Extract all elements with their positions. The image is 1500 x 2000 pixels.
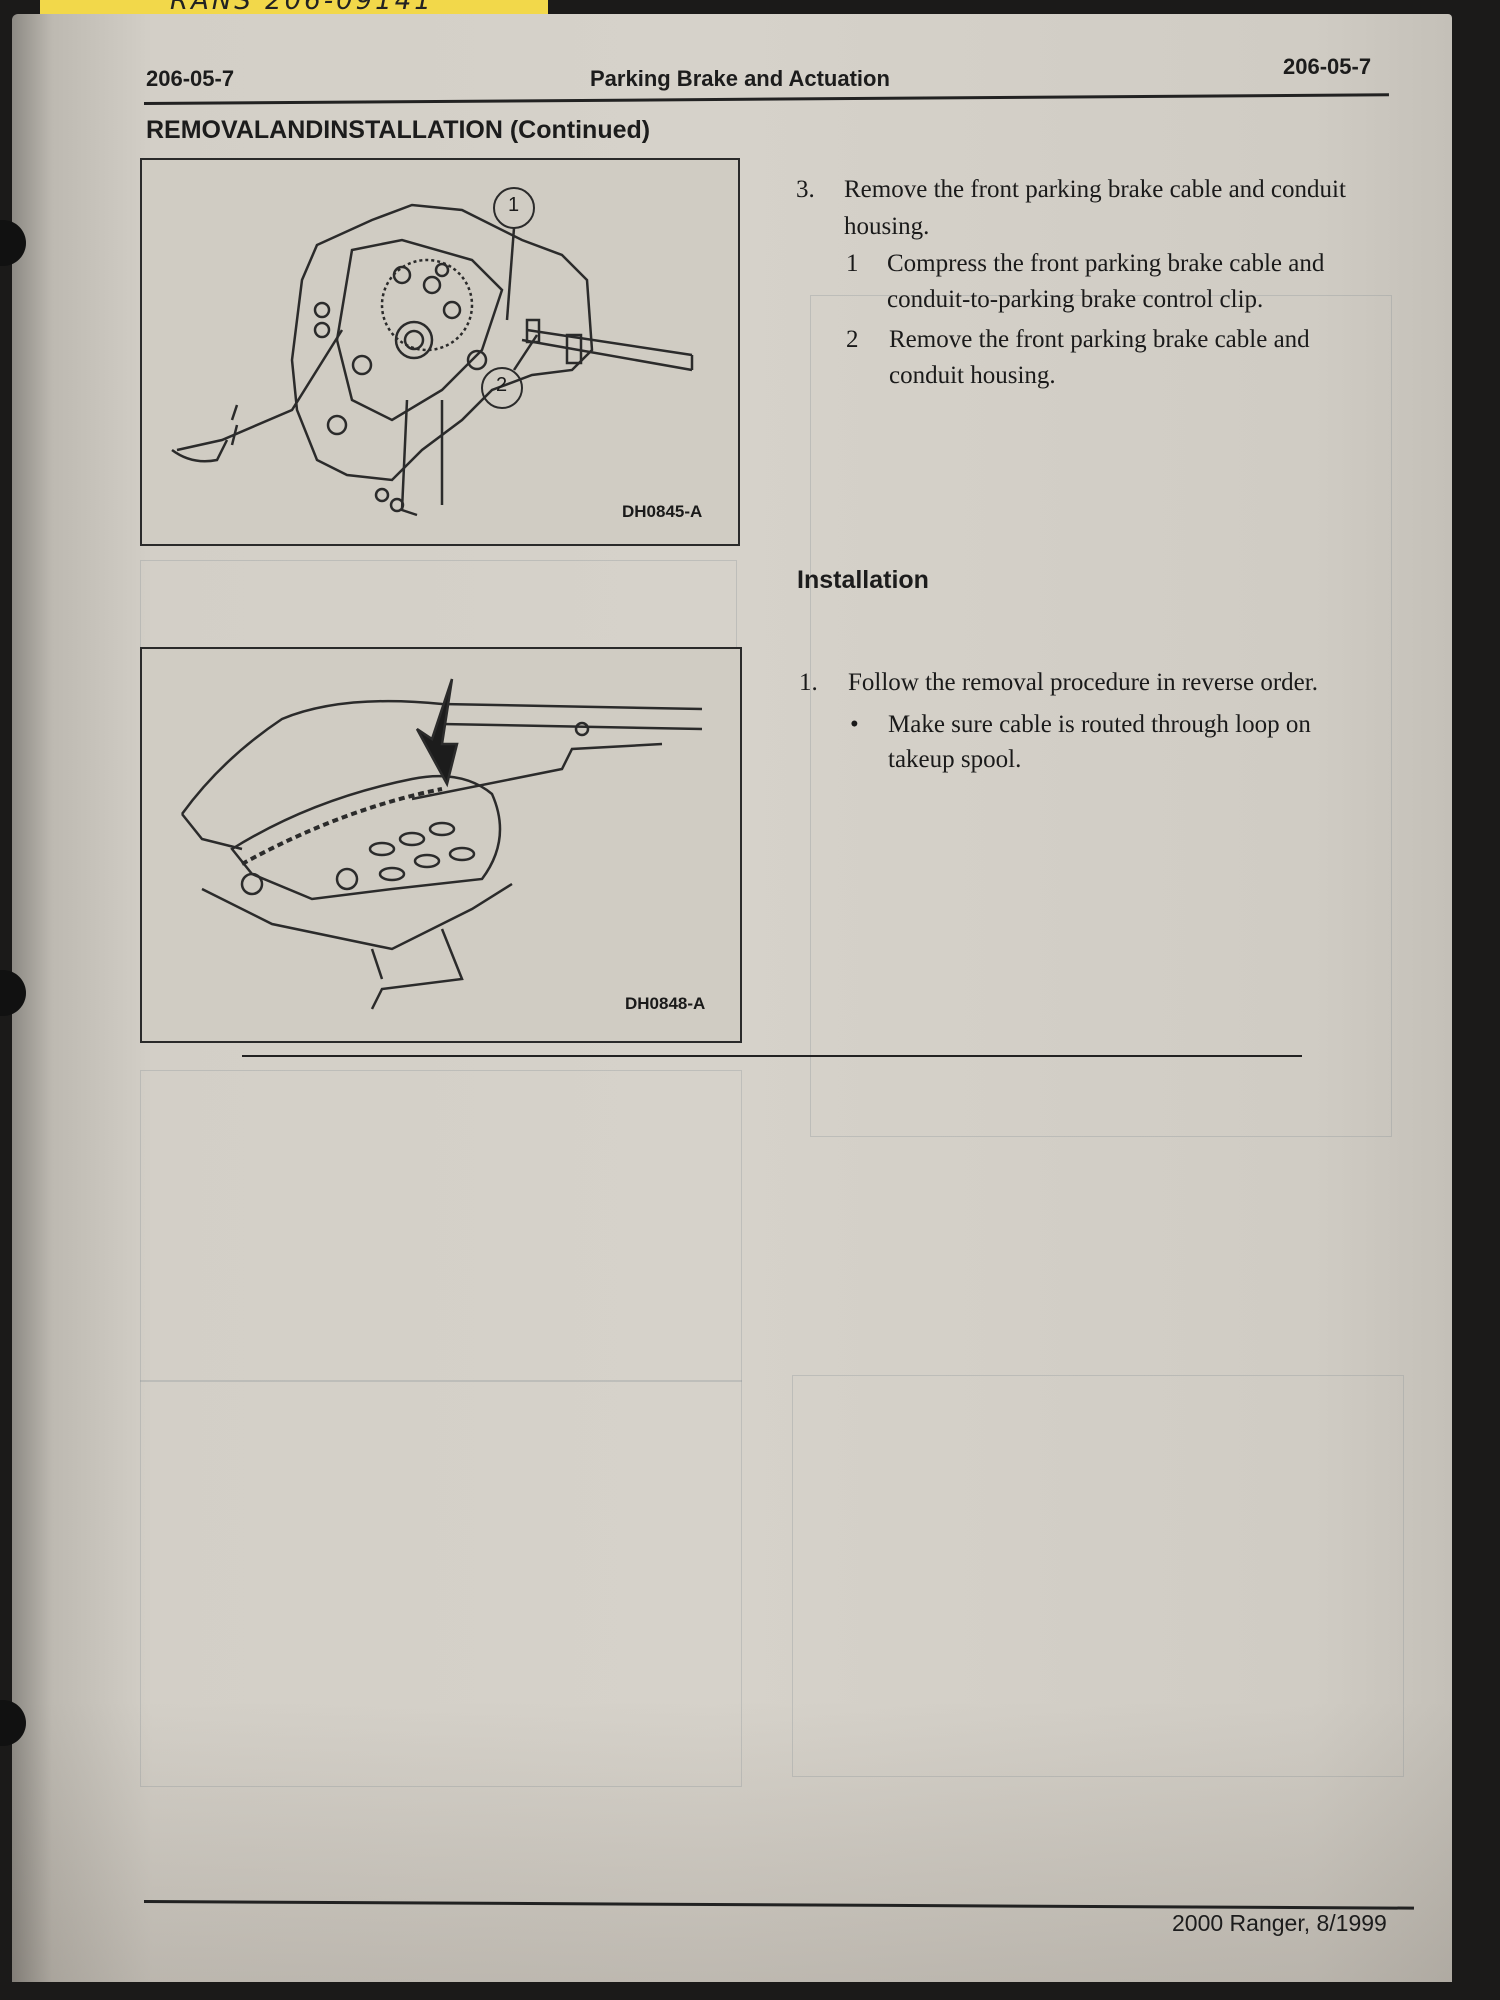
section-title: REMOVALANDINSTALLATION (Continued) (146, 116, 651, 144)
substep-text-line: Compress the front parking brake cable a… (887, 250, 1325, 277)
bleed-through-figure (810, 295, 1392, 1137)
step-number: 1. (799, 669, 818, 696)
bullet-text-line: Make sure cable is routed through loop o… (888, 711, 1311, 738)
figure-parking-brake-control: 1 2 DH0845-A (140, 158, 740, 546)
page-shadow (12, 1700, 1452, 1982)
installation-heading: Installation (797, 566, 929, 594)
substep-number: 1 (846, 250, 859, 277)
substep-text-line: Remove the front parking brake cable and (889, 326, 1310, 353)
bullet-text-line: takeup spool. (888, 746, 1022, 773)
figure-takeup-spool: DH0848-A (140, 647, 742, 1043)
page-code-right: 206-05-7 (1283, 54, 1372, 79)
sticky-note: RANS 206-09141 (40, 0, 548, 16)
substep-number: 2 (846, 326, 859, 353)
parking-brake-control-illustration (171, 187, 694, 517)
footer-text: 2000 Ranger, 8/1999 (1172, 1910, 1387, 1936)
step-text-line: Remove the front parking brake cable and… (844, 176, 1346, 203)
bullet: • (850, 711, 859, 738)
section-divider (242, 1055, 1302, 1057)
callout-1: 1 (508, 194, 520, 216)
page-code-left: 206-05-7 (146, 66, 235, 91)
bleed-through-figure (792, 1375, 1404, 1777)
step-text-line: housing. (844, 213, 930, 240)
bleed-through-figure (140, 1380, 742, 1787)
substep-text-line: conduit housing. (889, 362, 1056, 389)
step-text: Follow the removal procedure in reverse … (848, 669, 1318, 696)
takeup-spool-illustration (180, 678, 703, 1010)
substep-text-line: conduit-to-parking brake control clip. (887, 286, 1264, 313)
chapter-title: Parking Brake and Actuation (590, 66, 890, 91)
step-number: 3. (796, 176, 815, 203)
bleed-through-figure (140, 1070, 742, 1382)
sticky-note-text: RANS 206-09141 (170, 0, 434, 16)
figure-label: DH0845-A (622, 502, 703, 521)
callout-2: 2 (496, 374, 508, 396)
figure-label: DH0848-A (625, 994, 706, 1013)
